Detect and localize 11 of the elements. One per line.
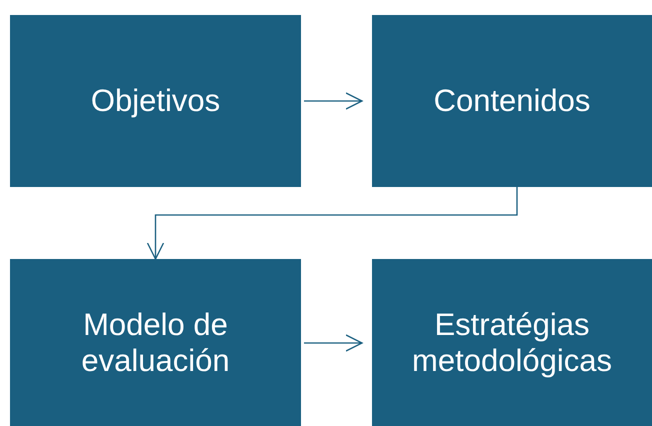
process-box [10, 15, 301, 187]
arrow [304, 334, 363, 352]
process-box [372, 15, 652, 187]
arrow [304, 92, 363, 110]
process-box [372, 259, 652, 426]
box-label: Estratégias metodológicas [411, 306, 613, 378]
arrow [146, 187, 518, 260]
box-label: Modelo de evaluación [80, 306, 231, 378]
box-label: Contenidos [434, 83, 590, 119]
process-box [10, 259, 301, 426]
box-label: Objetivos [90, 83, 220, 119]
